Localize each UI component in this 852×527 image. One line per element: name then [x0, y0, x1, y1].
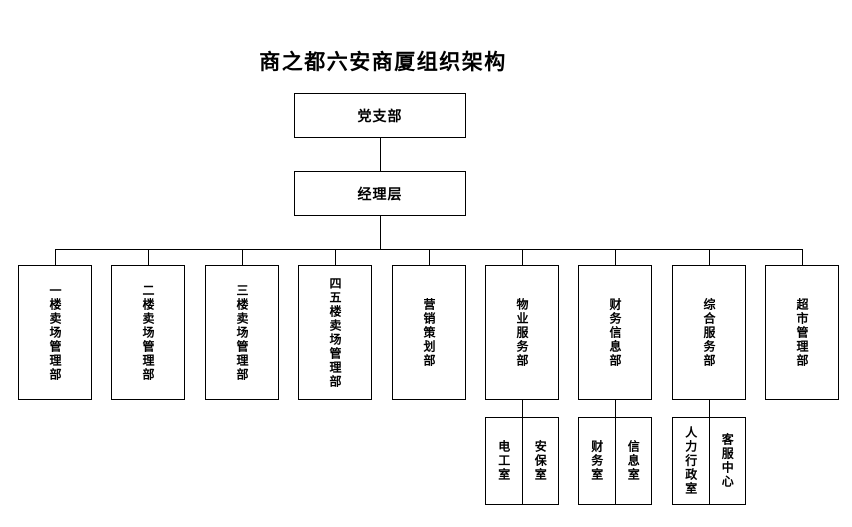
connector-stub-1 — [55, 249, 56, 266]
sub-node-information-room-label: 信息室 — [626, 440, 641, 482]
sub-node-customer-service-center-label: 客服中心 — [720, 433, 735, 489]
dept-node-general-services-label: 综合服务部 — [702, 297, 716, 368]
connector-stub-3 — [242, 249, 243, 266]
sub-node-security-room-label: 安保室 — [533, 440, 548, 482]
node-management: 经理层 — [294, 171, 466, 216]
node-management-label: 经理层 — [357, 185, 403, 202]
dept-node-floor2: 二楼卖场管理部 — [111, 265, 185, 400]
sub-pair-property: 电工室 安保室 — [485, 417, 559, 505]
sub-node-hr-admin-room-label: 人力行政室 — [683, 426, 698, 496]
dept-node-floor45: 四五楼卖场管理部 — [298, 265, 372, 400]
dept-node-finance-info: 财务信息部 — [578, 265, 652, 400]
dept-node-finance-info-label: 财务信息部 — [608, 297, 622, 368]
sub-pair-finance: 财务室 信息室 — [578, 417, 652, 505]
dept-node-general-services: 综合服务部 — [672, 265, 746, 400]
connector-stub-5 — [429, 249, 430, 266]
dept-node-floor3: 三楼卖场管理部 — [205, 265, 279, 400]
connector-stub-9 — [802, 249, 803, 266]
connector-stub-4 — [335, 249, 336, 266]
connector-root-to-management — [380, 138, 381, 171]
node-party-branch-label: 党支部 — [357, 107, 403, 124]
dept-node-floor1: 一楼卖场管理部 — [18, 265, 92, 400]
connector-substub-property — [522, 400, 523, 417]
dept-node-property: 物业服务部 — [485, 265, 559, 400]
sub-node-electrician-room-label: 电工室 — [496, 440, 511, 482]
sub-node-finance-room-label: 财务室 — [589, 440, 604, 482]
dept-node-marketing-label: 营销策划部 — [422, 297, 436, 368]
dept-node-supermarket-label: 超市管理部 — [795, 297, 809, 368]
dept-node-supermarket: 超市管理部 — [765, 265, 839, 400]
connector-stub-8 — [709, 249, 710, 266]
sub-node-hr-admin-room: 人力行政室 — [672, 417, 710, 505]
sub-node-information-room: 信息室 — [614, 417, 652, 505]
dept-node-marketing: 营销策划部 — [392, 265, 466, 400]
connector-stub-6 — [522, 249, 523, 266]
dept-node-floor2-label: 二楼卖场管理部 — [141, 283, 155, 382]
sub-node-electrician-room: 电工室 — [485, 417, 523, 505]
sub-node-finance-room: 财务室 — [578, 417, 616, 505]
node-party-branch: 党支部 — [294, 93, 466, 138]
dept-node-property-label: 物业服务部 — [515, 297, 529, 368]
connector-management-to-trunk — [380, 216, 381, 250]
connector-stub-2 — [148, 249, 149, 266]
connector-stub-7 — [615, 249, 616, 266]
dept-node-floor3-label: 三楼卖场管理部 — [235, 283, 249, 382]
connector-substub-general — [709, 400, 710, 417]
sub-node-customer-service-center: 客服中心 — [708, 417, 746, 505]
sub-node-security-room: 安保室 — [521, 417, 559, 505]
page-title: 商之都六安商厦组织架构 — [259, 51, 507, 74]
dept-node-floor1-label: 一楼卖场管理部 — [48, 283, 62, 382]
dept-node-floor45-label: 四五楼卖场管理部 — [328, 276, 342, 389]
sub-pair-general: 人力行政室 客服中心 — [672, 417, 746, 505]
connector-substub-finance — [615, 400, 616, 417]
